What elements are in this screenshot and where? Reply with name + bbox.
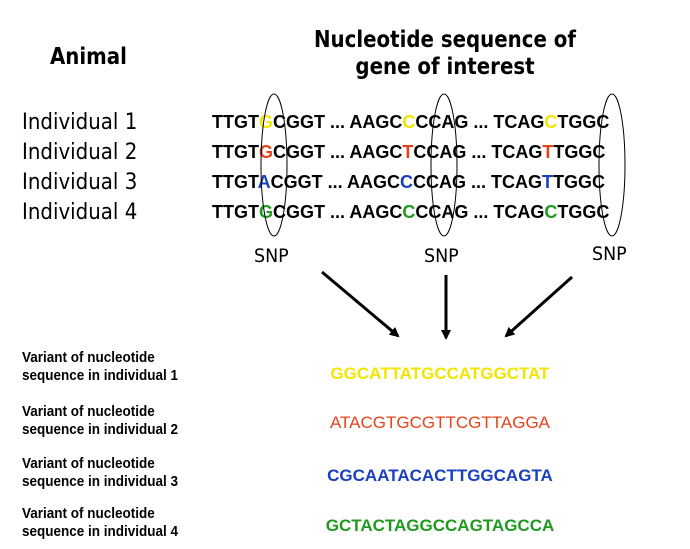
variant-2-label-line1: Variant of nucleotide: [22, 403, 155, 420]
variant-1-sequence: GGCATTATGCCATGGCTAT: [330, 364, 550, 383]
variant-4-label: Variant of nucleotide sequence in indivi…: [22, 505, 178, 541]
sequence-segment: TGGC: [557, 112, 610, 132]
sequence-segment: CGGT ... AAGC: [270, 172, 400, 192]
variant-3-label: Variant of nucleotide sequence in indivi…: [22, 455, 178, 491]
individual-2-sequence: TTGTGCGGT ... AAGCTCCAG ... TCAGTTGGC: [212, 142, 605, 163]
snp-label-3: SNP: [592, 243, 627, 265]
arrow-1: [321, 270, 400, 338]
variant-4-label-line2: sequence in individual 4: [22, 523, 179, 540]
sequence-segment: CGGT ... AAGC: [273, 202, 403, 222]
snp-nucleotide: C: [402, 112, 416, 132]
variant-1-label-line1: Variant of nucleotide: [22, 349, 155, 366]
sequence-segment: TTGT: [212, 142, 259, 162]
sequence-segment: CCAG ... TCAG: [415, 112, 545, 132]
sequence-segment: CCAG ... TCAG: [415, 202, 545, 222]
individual-1-sequence: TTGTGCGGT ... AAGCCCCAG ... TCAGCTGGC: [212, 112, 609, 133]
snp-ellipse-2: [430, 93, 458, 237]
sequence-segment: TTGT: [212, 112, 259, 132]
sequence-segment: TTGT: [212, 202, 259, 222]
sequence-column-header: Nucleotide sequence of gene of interest: [312, 27, 579, 81]
sequence-segment: TGGC: [557, 202, 610, 222]
variant-1-label: Variant of nucleotide sequence in indivi…: [22, 349, 178, 385]
individual-3-sequence: TTGTACGGT ... AAGCCCCAG ... TCAGTTGGC: [212, 172, 605, 193]
variant-2-label: Variant of nucleotide sequence in indivi…: [22, 403, 178, 439]
snp-nucleotide: T: [542, 172, 553, 192]
individual-3-label: Individual 3: [22, 170, 138, 195]
variant-1-label-line2: sequence in individual 1: [22, 367, 179, 384]
snp-nucleotide: C: [544, 202, 558, 222]
variant-2-label-line2: sequence in individual 2: [22, 421, 179, 438]
snp-nucleotide: T: [402, 142, 414, 162]
snp-nucleotide: C: [400, 172, 413, 192]
snp-label-1: SNP: [254, 245, 289, 267]
variant-2-sequence: ATACGTGCGTTCGTTAGGA: [329, 413, 551, 432]
sequence-header-line2: gene of interest: [355, 54, 535, 80]
arrow-3: [504, 275, 573, 338]
sequence-segment: TGGC: [553, 172, 605, 192]
snp-ellipse-1: [260, 93, 288, 237]
variant-3-sequence: CGCAATACACTTGGCAGTA: [327, 466, 553, 485]
variant-3-label-line1: Variant of nucleotide: [22, 455, 155, 472]
snp-nucleotide: G: [259, 142, 274, 162]
snp-ellipse-3: [598, 93, 626, 237]
variant-4-sequence: GCTACTAGGCCAGTAGCCA: [325, 516, 555, 535]
sequence-header-line1: Nucleotide sequence of: [313, 27, 576, 53]
individual-4-sequence: TTGTGCGGT ... AAGCCCCAG ... TCAGCTGGC: [212, 202, 609, 223]
animal-column-header: Animal: [50, 44, 127, 70]
snp-label-2: SNP: [424, 245, 459, 267]
sequence-segment: CCAG ... TCAG: [413, 142, 543, 162]
sequence-segment: CCAG ... TCAG: [413, 172, 542, 192]
snp-nucleotide: T: [542, 142, 554, 162]
snp-nucleotide: C: [402, 202, 416, 222]
individual-4-label: Individual 4: [22, 200, 138, 225]
sequence-segment: TTGT: [212, 172, 258, 192]
variant-4-label-line1: Variant of nucleotide: [22, 505, 155, 522]
snp-nucleotide: G: [259, 202, 274, 222]
sequence-segment: TGGC: [553, 142, 606, 162]
sequence-segment: CGGT ... AAGC: [273, 142, 403, 162]
individual-2-label: Individual 2: [22, 140, 138, 165]
snp-nucleotide: C: [544, 112, 558, 132]
variant-3-label-line2: sequence in individual 3: [22, 473, 179, 490]
sequence-segment: CGGT ... AAGC: [273, 112, 403, 132]
individual-1-label: Individual 1: [22, 110, 138, 135]
